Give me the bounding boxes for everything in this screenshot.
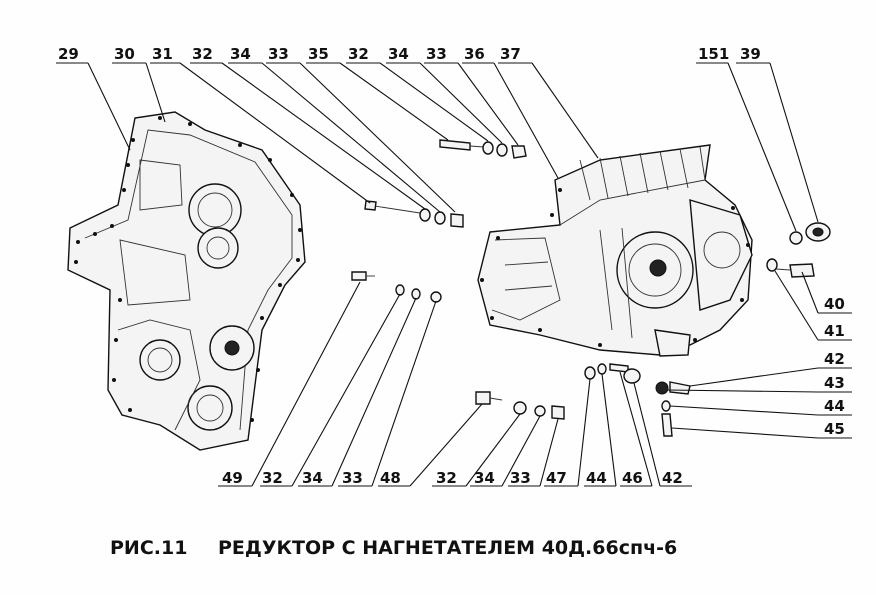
callout-33: 33: [268, 45, 289, 63]
callout-44b: 44: [586, 469, 607, 487]
callout-32c: 32: [262, 469, 283, 487]
callout-49: 49: [222, 469, 243, 487]
figure-title: РЕДУКТОР С НАГНЕТАТЕЛЕМ 40Д.66спч-6: [218, 537, 677, 559]
callout-35: 35: [308, 45, 329, 63]
callouts-bottom: 49 32 34 33 48 32 34 33 47 44 46 42: [222, 469, 683, 487]
callout-44: 44: [824, 397, 845, 415]
callout-36: 36: [464, 45, 485, 63]
left-gearbox-housing: [67, 111, 306, 451]
callout-47: 47: [546, 469, 567, 487]
leader-lines: [56, 62, 852, 487]
callout-34d: 34: [474, 469, 495, 487]
callout-34: 34: [230, 45, 251, 63]
callout-33d: 33: [510, 469, 531, 487]
callout-34b: 34: [388, 45, 409, 63]
callout-29: 29: [58, 45, 79, 63]
callout-42: 42: [824, 350, 845, 368]
callout-46: 46: [622, 469, 643, 487]
callout-48: 48: [380, 469, 401, 487]
callout-32d: 32: [436, 469, 457, 487]
fasteners: [351, 139, 831, 437]
figure-number: РИС.11: [110, 537, 187, 559]
callout-33c: 33: [342, 469, 363, 487]
callout-151: 151: [698, 45, 729, 63]
callout-41: 41: [824, 322, 845, 340]
callout-32: 32: [192, 45, 213, 63]
callout-30: 30: [114, 45, 135, 63]
callout-42b: 42: [662, 469, 683, 487]
figure-caption: РИС.11 РЕДУКТОР С НАГНЕТАТЕЛЕМ 40Д.66спч…: [110, 537, 677, 559]
callout-39: 39: [740, 45, 761, 63]
callouts-top: 29 30 31 32 34 33 35 32 34 33 36 37 151 …: [58, 45, 761, 63]
callouts-right: 40 41 42 43 44 45: [824, 295, 845, 438]
callout-45: 45: [824, 420, 845, 438]
callout-31: 31: [152, 45, 173, 63]
callout-34c: 34: [302, 469, 323, 487]
callout-37: 37: [500, 45, 521, 63]
callout-40: 40: [824, 295, 845, 313]
right-supercharger-housing: [477, 144, 753, 357]
callout-43: 43: [824, 374, 845, 392]
callout-33b: 33: [426, 45, 447, 63]
callout-32b: 32: [348, 45, 369, 63]
